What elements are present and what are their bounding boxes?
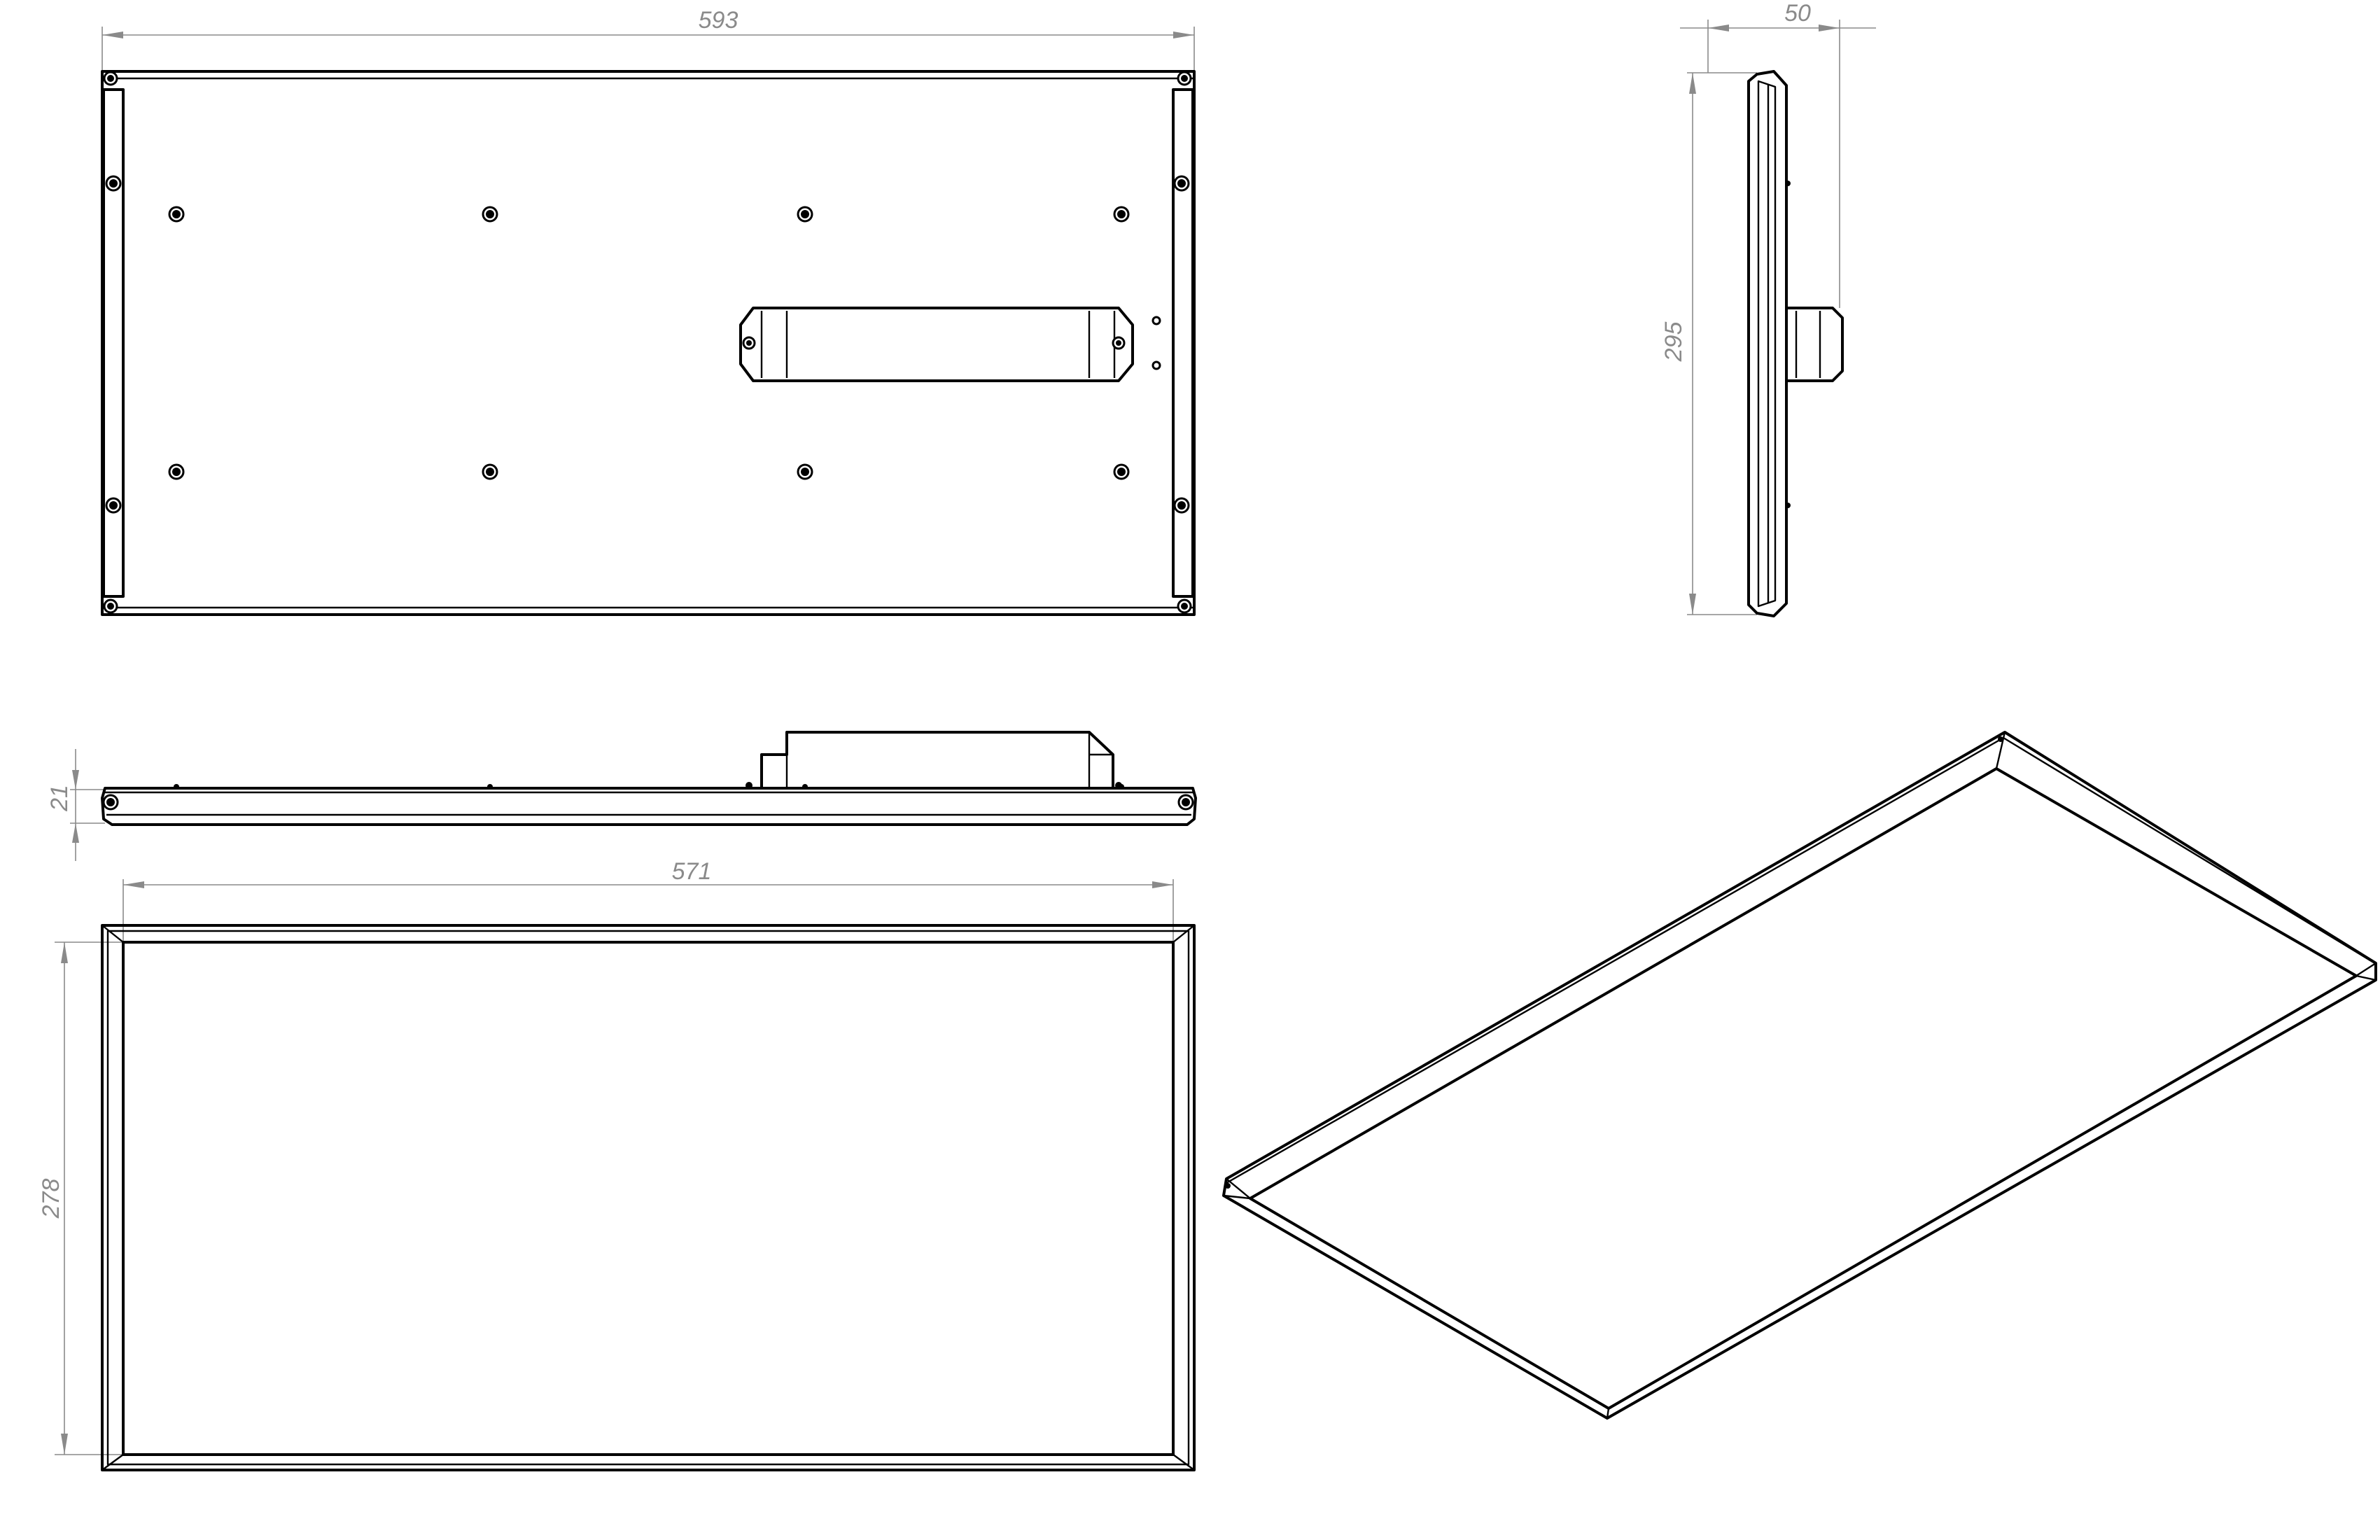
rail-screws bbox=[103, 71, 1192, 614]
side-driver-box bbox=[1785, 307, 1844, 382]
isometric-view bbox=[1222, 731, 2377, 1420]
face-view: 571 278 bbox=[38, 858, 1196, 1471]
front-panel-body bbox=[101, 787, 1197, 826]
side-view: 50 295 bbox=[1660, 0, 1876, 617]
dimension-height-295: 295 bbox=[1660, 72, 1757, 615]
dimension-label-593: 593 bbox=[699, 7, 738, 34]
front-screws bbox=[102, 782, 1194, 811]
dimension-label-571: 571 bbox=[672, 858, 712, 885]
front-driver-box bbox=[760, 731, 1114, 790]
face-diffuser bbox=[122, 941, 1175, 1456]
dimension-width-593: 593 bbox=[102, 7, 1195, 70]
panel-back-outline bbox=[101, 70, 1196, 616]
right-mounting-rail bbox=[1172, 88, 1194, 598]
iso-diffuser-edge bbox=[1249, 767, 2358, 1410]
side-profile-frame bbox=[1747, 70, 1788, 617]
dimension-height-21: 21 bbox=[46, 749, 105, 861]
dimension-label-295: 295 bbox=[1660, 322, 1687, 363]
dimension-height-278: 278 bbox=[38, 941, 123, 1455]
dimension-label-278: 278 bbox=[38, 1179, 64, 1219]
front-view: 21 bbox=[46, 731, 1197, 861]
dimension-label-21: 21 bbox=[46, 785, 73, 812]
mounting-holes bbox=[168, 206, 1130, 480]
top-view: 593 bbox=[101, 7, 1196, 616]
iso-panel-outline bbox=[1222, 731, 2377, 1420]
dimension-depth-50: 50 bbox=[1680, 0, 1876, 308]
face-outer-frame bbox=[101, 924, 1196, 1471]
driver-box bbox=[739, 307, 1161, 382]
dimension-width-571: 571 bbox=[122, 858, 1174, 942]
left-mounting-rail bbox=[102, 88, 125, 598]
dimension-label-50: 50 bbox=[1784, 0, 1811, 27]
